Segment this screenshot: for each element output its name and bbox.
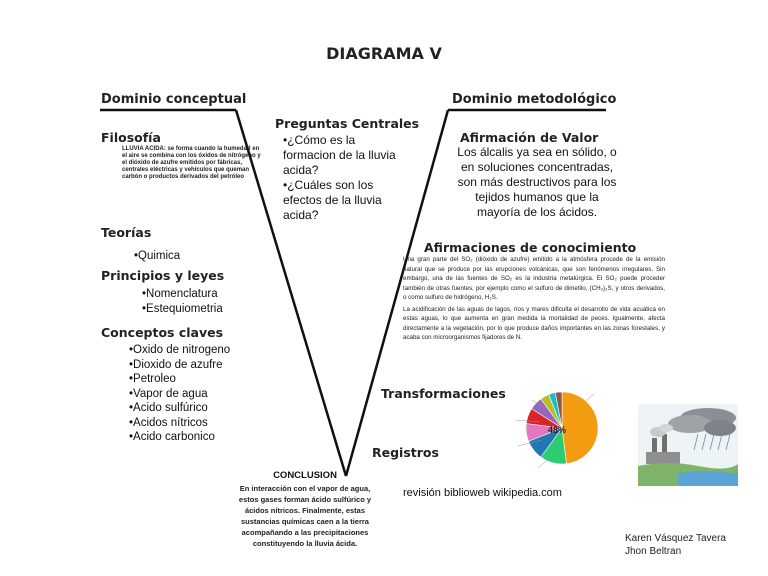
conclusion-heading: CONCLUSION (273, 470, 337, 481)
afirmacion-valor-text: Los álcalis ya sea en sólido, o en soluc… (457, 145, 617, 219)
pie-slice (554, 391, 563, 429)
preguntas-list: •¿Cómo es la formacion de la lluvia acid… (283, 133, 401, 223)
conceptos-heading: Conceptos claves (101, 325, 224, 340)
teorias-list: •Quimica (134, 249, 180, 264)
filosofia-text: LLUVIA ACIDA: se forma cuando la humedad… (122, 146, 261, 180)
conclusion-text: En interacción con el vapor de agua, est… (238, 484, 372, 548)
left-domain-header: Dominio conceptual (101, 92, 247, 107)
afirmacion-valor-heading: Afirmación de Valor (460, 130, 599, 145)
list-item: •Oxido de nitrogeno (129, 344, 231, 356)
authors: Karen Vásquez Tavera Jhon Beltran (625, 532, 726, 558)
pie-chart-image: 48% (515, 391, 599, 469)
pie-center-label: 48% (548, 425, 566, 435)
list-item: •Nomenclatura (142, 288, 218, 300)
filosofia-heading: Filosofía (101, 130, 161, 145)
question-item: •¿Cuáles son los efectos de la lluvia ac… (283, 178, 382, 222)
right-domain-header: Dominio metodológico (452, 92, 617, 107)
list-item: •Estequiometria (142, 302, 223, 315)
pie-leader-lines (515, 393, 595, 469)
principios-heading: Principios y leyes (101, 268, 225, 283)
list-item: •Acido sulfúrico (129, 402, 208, 414)
list-item: •Petroleo (129, 373, 176, 385)
pie-slices (525, 391, 599, 465)
author-name: Jhon Beltran (625, 546, 682, 557)
conceptos-list: •Oxido de nitrogeno •Dioxido de azufre •… (129, 343, 230, 445)
pie-slice (561, 391, 599, 465)
list-item: •Acidos nítricos (129, 416, 208, 429)
registros-heading: Registros (372, 445, 439, 460)
list-item: •Dioxido de azufre (129, 358, 223, 371)
preguntas-heading: Preguntas Centrales (275, 116, 420, 131)
teorias-heading: Teorías (101, 225, 152, 240)
paragraph: La acidificación de las aguas de lagos, … (403, 305, 665, 342)
list-item: •Vapor de agua (129, 387, 208, 400)
list-item: •Acido carbonico (129, 431, 215, 443)
list-item: •Quimica (134, 250, 181, 262)
v-right-arm (344, 109, 450, 477)
question-item: •¿Cómo es la formacion de la lluvia acid… (283, 133, 396, 177)
paragraph: Una gran parte del SO₂ (dióxido de azufr… (403, 256, 665, 301)
transformaciones-heading: Transformaciones (381, 386, 506, 401)
principios-list: •Nomenclatura •Estequiometria (142, 287, 223, 316)
author-name: Karen Vásquez Tavera (625, 533, 726, 544)
v-left-arm (234, 109, 348, 477)
conclusion-block: CONCLUSION En interacción con el vapor d… (234, 470, 376, 549)
afirmaciones-conocimiento-text: Una gran parte del SO₂ (dióxido de azufr… (403, 255, 665, 343)
registros-text: revisión biblioweb wikipedia.com (403, 487, 562, 499)
afirmaciones-conocimiento-heading: Afirmaciones de conocimiento (424, 240, 637, 255)
acid-rain-illustration (638, 404, 738, 486)
page-title: DIAGRAMA V (326, 44, 442, 63)
